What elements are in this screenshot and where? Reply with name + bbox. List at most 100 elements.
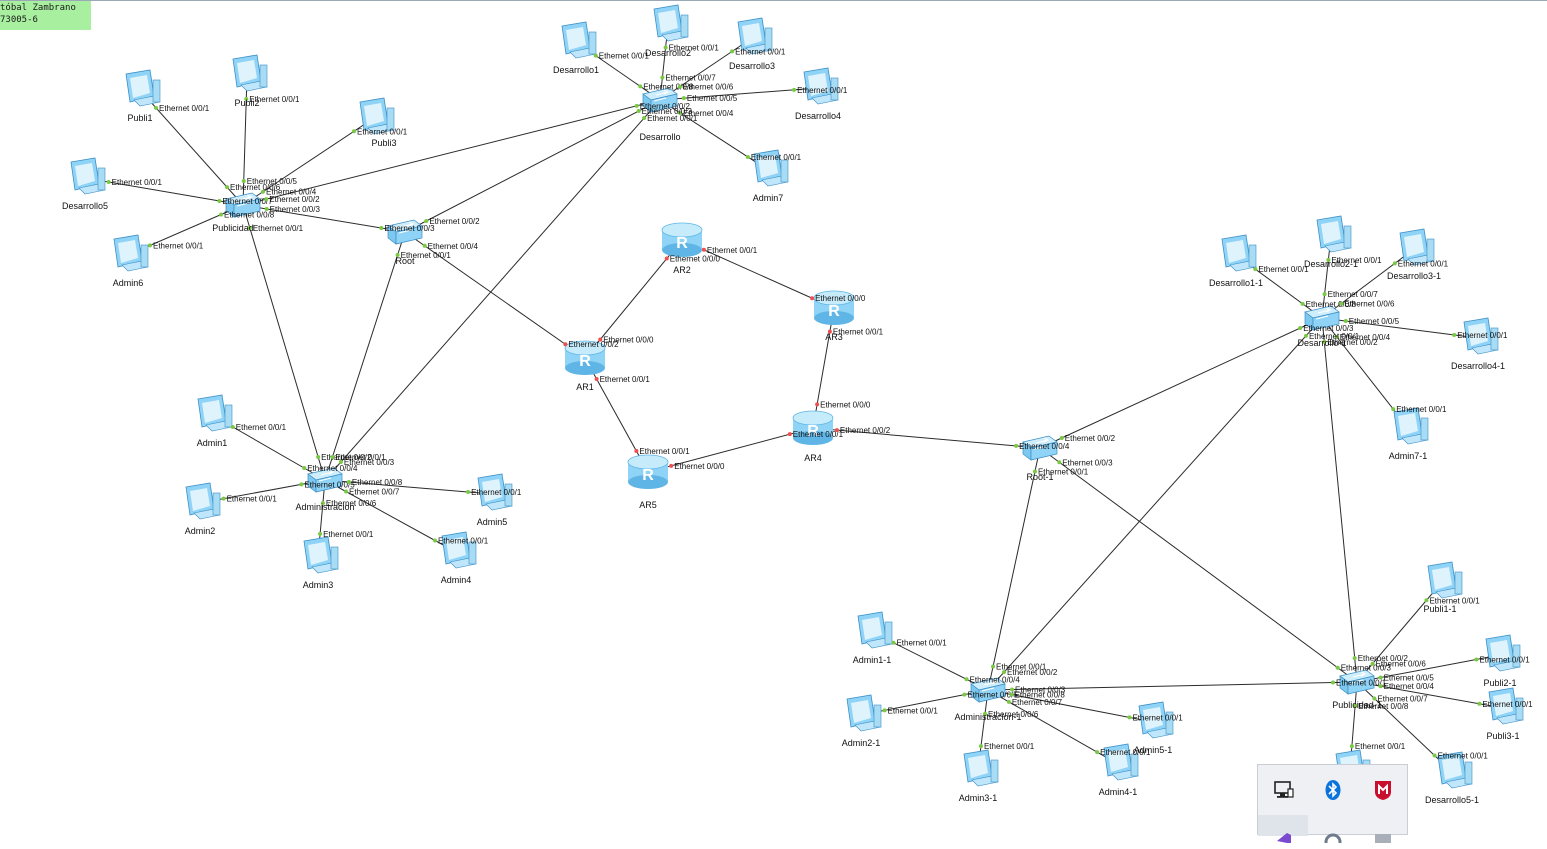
device-admin5_1-pc-icon[interactable]: [1138, 701, 1174, 739]
device-publi3_1-pc-icon[interactable]: [1488, 687, 1524, 725]
device-publicidad1-switch-icon[interactable]: [1339, 669, 1375, 695]
link-desarrollo_1-publicidad1[interactable]: [1321, 317, 1358, 683]
device-desarrollo4-pc-icon[interactable]: [803, 67, 839, 105]
device-admin2-pc-icon[interactable]: [185, 482, 221, 520]
port-label: Ethernet 0/0/1: [751, 153, 802, 162]
link-desarrollo-desarrollo3[interactable]: [659, 37, 753, 101]
port-dot: [244, 96, 249, 101]
device-root-switch-icon[interactable]: [387, 219, 423, 245]
link-desarrollo_1-desarrollo4_1[interactable]: [1321, 317, 1479, 339]
device-ar1-router-icon[interactable]: R: [564, 340, 606, 375]
port-label: Ethernet 0/0/1: [253, 224, 304, 233]
link-publicidad-root[interactable]: [242, 204, 406, 233]
link-publicidad1-publi1_1[interactable]: [1356, 581, 1443, 683]
app-icon[interactable]: [1371, 825, 1395, 849]
port-label: Ethernet 0/0/0: [674, 462, 725, 471]
link-administracion-admin2[interactable]: [199, 479, 326, 504]
link-desarrollo-root[interactable]: [404, 99, 661, 233]
link-publicidad-administracion[interactable]: [242, 204, 326, 481]
bluetooth-icon[interactable]: [1321, 778, 1345, 802]
device-ar5-router-icon[interactable]: R: [627, 454, 669, 489]
device-desarrollo2-pc-icon[interactable]: [653, 4, 689, 42]
mcafee-icon[interactable]: [1371, 778, 1395, 802]
link-desarrollo-admin7[interactable]: [659, 99, 769, 171]
network-icon[interactable]: [1272, 778, 1296, 802]
port-label: Ethernet 0/0/2: [568, 340, 619, 349]
link-administracion1-admin2_1[interactable]: [860, 689, 989, 716]
link-publicidad-publi2[interactable]: [242, 74, 248, 206]
device-ar2-router-icon[interactable]: R: [661, 222, 703, 257]
device-admin7_1-pc-icon[interactable]: [1393, 407, 1429, 445]
link-administracion1-admin5_1[interactable]: [987, 689, 1154, 723]
device-desarrollo1_1-pc-icon[interactable]: [1221, 234, 1257, 272]
port-label: Ethernet 0/0/1: [1038, 467, 1089, 476]
port-dot: [598, 337, 603, 342]
link-ar2-ar3[interactable]: [681, 239, 835, 309]
link-desarrollo-administracion[interactable]: [324, 99, 661, 481]
system-tray-popup: [1257, 764, 1408, 843]
link-ar4-root1[interactable]: [812, 427, 1041, 449]
device-publicidad-switch-icon[interactable]: [225, 192, 261, 218]
link-ar5-ar4[interactable]: [647, 427, 814, 473]
device-publi1_1-pc-icon[interactable]: [1427, 561, 1463, 599]
port-dot: [638, 84, 643, 89]
link-desarrollo_1-administracion1[interactable]: [987, 317, 1323, 691]
device-ar4-router-icon[interactable]: R: [792, 410, 834, 445]
port-dot: [1372, 696, 1377, 701]
port-label: Ethernet 0/0/1: [1100, 748, 1151, 757]
port-dot: [466, 489, 471, 494]
device-desarrollo3_1-pc-icon[interactable]: [1399, 228, 1435, 266]
device-admin2_1-pc-icon[interactable]: [846, 694, 882, 732]
device-admin1-pc-icon[interactable]: [197, 394, 233, 432]
port-dot: [1322, 339, 1327, 344]
device-desarrollo2_1-pc-icon[interactable]: [1316, 215, 1352, 253]
link-desarrollo_1-desarrollo3_1[interactable]: [1321, 248, 1415, 319]
port-dot: [344, 489, 349, 494]
link-publicidad-publi3[interactable]: [242, 117, 375, 206]
link-publicidad1-desarrollo5_1[interactable]: [1356, 681, 1453, 773]
device-desarrollo4_1-pc-icon[interactable]: [1463, 317, 1499, 355]
link-publicidad-desarrollo[interactable]: [242, 99, 661, 206]
search-icon[interactable]: [1321, 825, 1345, 849]
device-admin4-pc-icon[interactable]: [441, 531, 477, 569]
device-root1-switch-icon[interactable]: [1022, 435, 1058, 461]
device-admin3-pc-icon[interactable]: [303, 536, 339, 574]
device-desarrollo1-pc-icon[interactable]: [561, 21, 597, 59]
link-ar3-ar4[interactable]: [812, 307, 835, 429]
link-ar1-ar5[interactable]: [584, 357, 649, 473]
link-administracion1-publicidad1[interactable]: [987, 681, 1358, 691]
device-admin3_1-pc-icon[interactable]: [963, 749, 999, 787]
device-admin6-pc-icon[interactable]: [113, 234, 149, 272]
port-label: Ethernet 0/0/1: [793, 430, 844, 439]
link-administracion-admin5[interactable]: [324, 479, 493, 495]
device-admin1_1-pc-icon[interactable]: [857, 611, 893, 649]
device-desarrollo_1-switch-icon[interactable]: [1304, 305, 1340, 331]
link-root-administracion[interactable]: [324, 231, 406, 481]
device-desarrollo5_1-pc-icon[interactable]: [1437, 751, 1473, 789]
link-root-ar1[interactable]: [404, 231, 586, 359]
port-label: Ethernet 0/0/5: [967, 691, 1018, 700]
link-root1-administracion1[interactable]: [987, 447, 1041, 691]
device-publi1-pc-icon[interactable]: [125, 69, 161, 107]
port-dot: [664, 256, 669, 261]
link-desarrollo-desarrollo4[interactable]: [659, 87, 819, 101]
device-ar3-router-icon[interactable]: R: [813, 290, 855, 325]
device-desarrollo3-pc-icon[interactable]: [737, 17, 773, 55]
device-publi2-pc-icon[interactable]: [232, 54, 268, 92]
visual-studio-icon[interactable]: [1272, 825, 1296, 849]
link-publicidad-desarrollo5[interactable]: [84, 177, 244, 206]
device-desarrollo-switch-icon[interactable]: [642, 87, 678, 113]
link-root1-desarrollo_1[interactable]: [1039, 317, 1323, 449]
device-admin7-pc-icon[interactable]: [753, 149, 789, 187]
device-admin4_1-pc-icon[interactable]: [1103, 743, 1139, 781]
device-publi2_1-pc-icon[interactable]: [1485, 634, 1521, 672]
link-root1-publicidad1[interactable]: [1039, 447, 1358, 683]
port-label: Ethernet 0/0/6: [230, 183, 281, 192]
device-administracion1-switch-icon[interactable]: [970, 677, 1006, 703]
device-administracion-switch-icon[interactable]: [307, 467, 343, 493]
port-dot: [1378, 675, 1383, 680]
device-desarrollo5-pc-icon[interactable]: [70, 157, 106, 195]
device-admin5-pc-icon[interactable]: [477, 473, 513, 511]
device-publi3-pc-icon[interactable]: [359, 97, 395, 135]
